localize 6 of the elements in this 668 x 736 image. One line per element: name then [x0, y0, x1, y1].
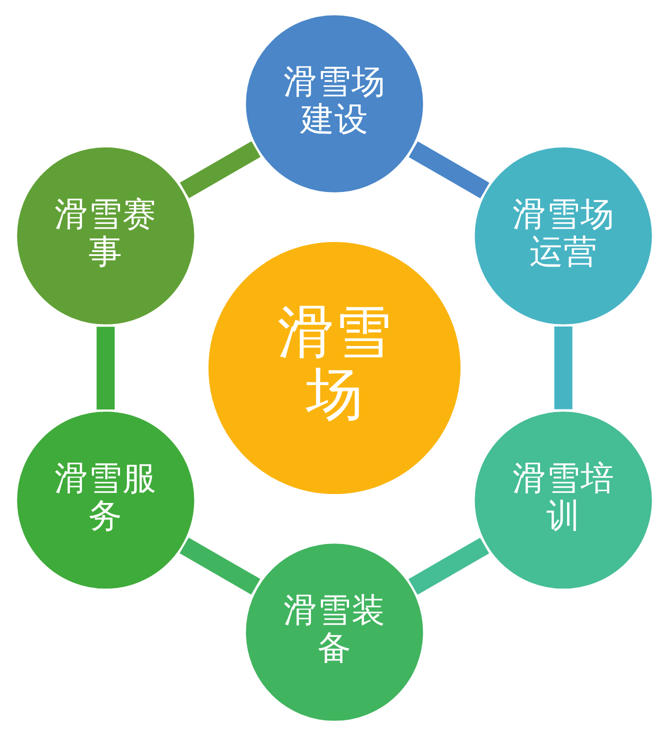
connector — [179, 141, 260, 198]
connector — [408, 141, 489, 198]
connector — [96, 326, 114, 410]
connector — [554, 326, 572, 410]
connector — [179, 538, 260, 595]
connector — [408, 538, 489, 595]
